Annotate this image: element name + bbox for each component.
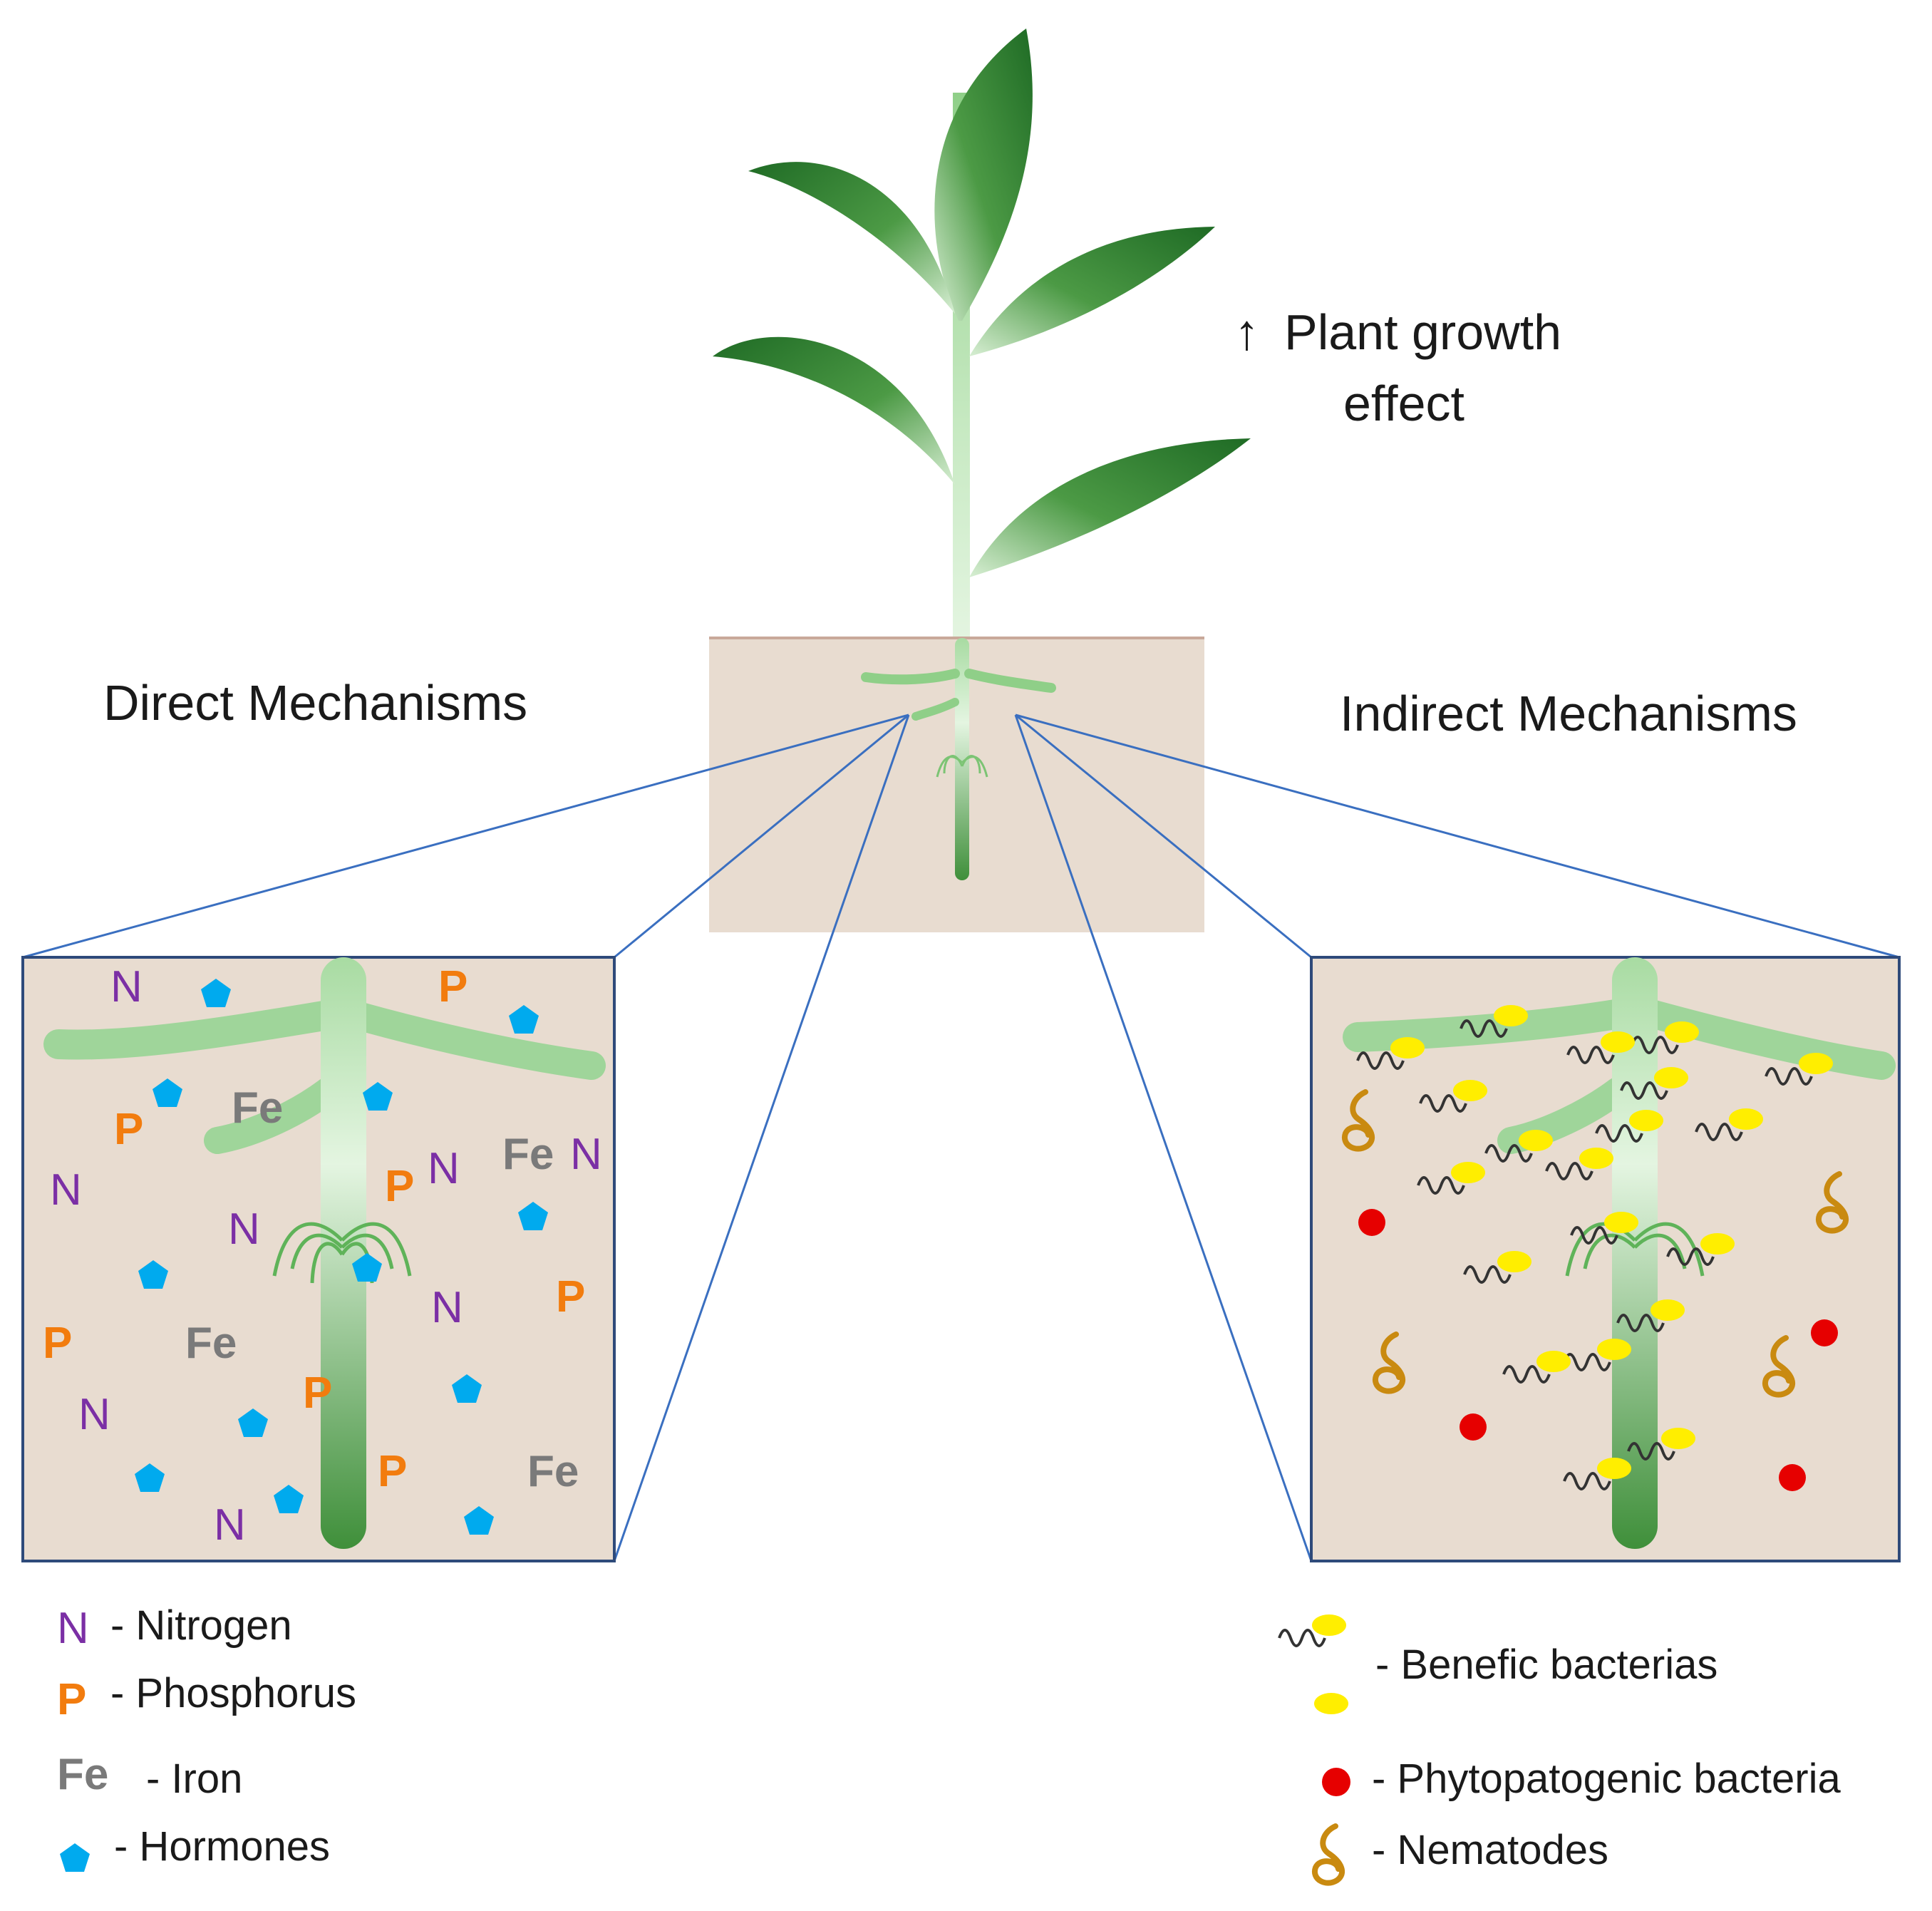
iron-marker: Fe [502, 1130, 554, 1179]
benefic-bacteria-icon [1278, 1613, 1348, 1647]
nematode-icon [1315, 1826, 1342, 1883]
iron-marker: Fe [232, 1083, 283, 1133]
phytopathogenic-bacteria-marker [1779, 1464, 1806, 1491]
growth-label-line2: effect [1343, 376, 1465, 431]
nitrogen-marker: N [428, 1144, 460, 1193]
plant-shoot [713, 29, 1251, 642]
indirect-root-branch-left [1343, 997, 1643, 1052]
phytopathogenic-bacteria-marker [1460, 1413, 1487, 1441]
leaf-top [934, 29, 1033, 321]
nitrogen-marker: N [570, 1130, 602, 1179]
legend-benefic-text: - Benefic bacterias [1375, 1642, 1717, 1688]
nitrogen-marker: N [431, 1283, 463, 1332]
phytopathogenic-bacteria-marker [1358, 1209, 1385, 1236]
legend-hormones-text: - Hormones [114, 1823, 330, 1870]
phosphorus-marker: P [385, 1162, 414, 1211]
main-root [955, 638, 969, 880]
legend-nitrogen-text: - Nitrogen [110, 1602, 292, 1649]
zoom-lines [22, 714, 1900, 1562]
direct-mechanisms-label: Direct Mechanisms [103, 675, 527, 731]
root-hairs [936, 755, 988, 778]
legend-nematodes-text: - Nematodes [1372, 1827, 1608, 1873]
direct-root-branch-left [43, 997, 361, 1060]
phosphorus-marker: P [114, 1105, 143, 1154]
nitrogen-marker: N [78, 1390, 110, 1439]
legend-iron-symbol: Fe [57, 1750, 108, 1799]
phosphorus-marker: P [378, 1447, 407, 1496]
legend-phytopathogenic-text: - Phytopatogenic bacteria [1372, 1756, 1841, 1802]
phytopathogenic-bacteria-marker [1811, 1319, 1838, 1346]
benefic-bacteria-cell-icon [1314, 1693, 1348, 1714]
direct-root-hairs [272, 1222, 412, 1284]
iron-marker: Fe [527, 1447, 579, 1496]
legend-left: N - Nitrogen P - Phosphorus Fe - Iron - … [57, 1602, 356, 1872]
nitrogen-marker: N [214, 1500, 246, 1550]
legend-nitrogen-symbol: N [57, 1604, 89, 1653]
phosphorus-marker: P [438, 962, 467, 1011]
phosphorus-marker: P [43, 1319, 72, 1368]
indirect-main-root [1612, 957, 1658, 1549]
nitrogen-marker: N [228, 1205, 260, 1254]
leaf-upper-left [748, 162, 955, 314]
legend-phosphorus-text: - Phosphorus [110, 1670, 356, 1716]
direct-root-branch-small [204, 1077, 341, 1154]
growth-label-line1: Plant growth [1284, 304, 1561, 360]
indirect-mechanisms-label: Indirect Mechanisms [1340, 686, 1797, 741]
growth-arrow: ↑ [1234, 304, 1259, 360]
hormone-pentagon-icon [60, 1843, 90, 1872]
legend-right: - Benefic bacterias - Phytopatogenic bac… [1278, 1613, 1841, 1883]
leaf-lower-left [713, 336, 955, 485]
leaf-upper-right [969, 227, 1215, 356]
root-branch-small [911, 698, 959, 721]
phosphorus-marker: P [303, 1369, 332, 1418]
root-branch-right [964, 669, 1056, 693]
nitrogen-marker: N [110, 962, 143, 1011]
direct-root-branch-right [331, 998, 606, 1080]
nitrogen-marker: N [50, 1165, 82, 1215]
indirect-root-branch-right [1632, 998, 1896, 1080]
root-branch-left [861, 669, 960, 685]
legend-iron-text: - Iron [146, 1756, 242, 1802]
phytopathogenic-bacteria-icon [1322, 1768, 1350, 1796]
iron-marker: Fe [185, 1319, 237, 1368]
soil-section [709, 637, 1204, 932]
indirect-mechanisms-panel [1310, 956, 1901, 1562]
legend-phosphorus-symbol: P [57, 1675, 86, 1724]
phosphorus-marker: P [556, 1272, 585, 1322]
leaf-lower-right [969, 438, 1251, 577]
